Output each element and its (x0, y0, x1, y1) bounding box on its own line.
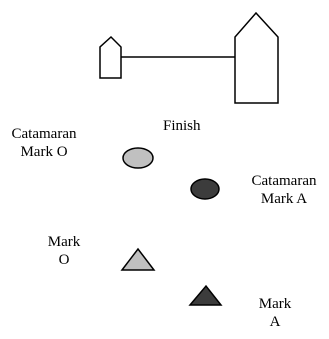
mark-a-label-line1: Mark (258, 296, 292, 312)
catamaran-mark-o-label-line1: Catamaran (11, 126, 77, 142)
catamaran-mark-o-label: Catamaran Mark O (6, 125, 82, 161)
mark-a-label-line2: A (269, 314, 281, 330)
catamaran-mark-a-label-line2: Mark A (260, 191, 308, 207)
catamaran-mark-a-label-line1: Catamaran (251, 173, 317, 189)
mark-o-label: Mark O (44, 233, 84, 269)
mark-o-label-line1: Mark (47, 234, 81, 250)
catamaran-mark-a-icon (190, 178, 220, 200)
catamaran-mark-o-label-line2: Mark O (20, 144, 68, 160)
catamaran-mark-o-icon (122, 147, 154, 169)
mark-o-label-line2: O (58, 252, 70, 268)
catamaran-mark-a-label: Catamaran Mark A (240, 172, 328, 208)
mark-a-label: Mark A (255, 295, 295, 331)
small-boat-icon (99, 35, 122, 79)
mark-a-icon (188, 284, 223, 306)
large-boat-icon (234, 11, 279, 104)
finish-label: Finish (163, 118, 201, 134)
mark-o-icon (120, 247, 156, 271)
